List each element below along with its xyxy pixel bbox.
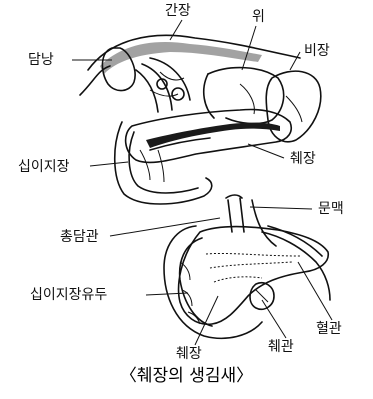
label-duodenum: 십이지장 [18, 160, 70, 174]
label-duodenal-papilla: 십이지장유두 [30, 288, 107, 302]
stomach-drawing [204, 68, 284, 124]
label-spleen: 비장 [304, 44, 330, 58]
label-pancreatic-duct: 췌관 [268, 340, 294, 354]
leader-lines [72, 20, 332, 345]
liver-drawing [80, 35, 300, 95]
figure-caption: 〈췌장의 생김새〉 [0, 368, 373, 385]
label-pancreas-bottom: 췌장 [176, 347, 202, 361]
biliary-vessels-drawing [136, 58, 190, 112]
duodenal-papilla-drawing [250, 283, 274, 310]
pancreas-upper-drawing [126, 110, 292, 163]
label-liver: 간장 [165, 4, 191, 18]
label-common-bile-duct: 총담관 [60, 230, 99, 244]
label-gallbladder: 담낭 [28, 53, 54, 67]
label-pancreas-top: 췌장 [290, 152, 316, 166]
label-portal-vein: 문맥 [318, 202, 344, 216]
spleen-drawing [266, 71, 321, 142]
label-blood-vessel: 혈관 [316, 322, 342, 336]
label-stomach: 위 [252, 10, 265, 24]
portal-vein-drawing [226, 195, 276, 246]
